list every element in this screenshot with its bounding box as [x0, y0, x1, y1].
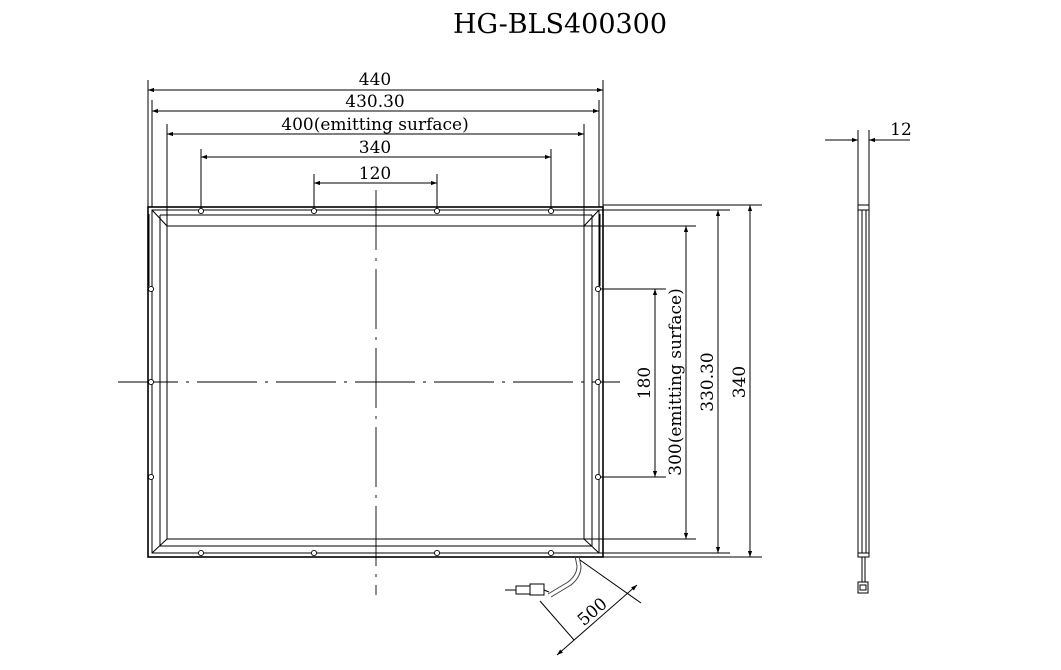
dim-thickness: 12 [890, 120, 912, 140]
dim-height-holes: 180 [635, 367, 655, 399]
cable-assembly: 500 [505, 555, 642, 656]
connector [505, 583, 550, 596]
frame-corner-lines [151, 209, 600, 554]
mounting-holes [147, 207, 602, 557]
panel-inner-frame [151, 209, 600, 554]
dim-height-overall: 340 [730, 366, 750, 398]
front-view [118, 190, 620, 595]
dim-width-emitting: 400(emitting surface) [281, 115, 468, 135]
cable [547, 555, 578, 595]
dim-width-overall: 440 [359, 70, 391, 90]
side-view: 12 [825, 120, 912, 594]
side-connector [857, 581, 869, 594]
side-profile [857, 204, 870, 558]
dim-height-emitting: 300(emitting surface) [666, 288, 686, 475]
dim-width-inner: 430.30 [345, 92, 404, 112]
vertical-dimensions: 340 330.30 300(emitting surface) 180 [584, 204, 762, 558]
emitting-surface [166, 225, 585, 540]
dim-cable-length: 500 [574, 594, 612, 630]
dim-width-holes-inner: 120 [359, 164, 391, 184]
dim-line-500 [556, 584, 638, 656]
drawing-title: HG-BLS400300 [453, 9, 667, 40]
dim-height-inner: 330.30 [698, 352, 718, 411]
horizontal-dimensions: 440 430.30 400(emitting surface) 340 120 [147, 70, 604, 226]
dim-width-holes-outer: 340 [359, 138, 391, 158]
